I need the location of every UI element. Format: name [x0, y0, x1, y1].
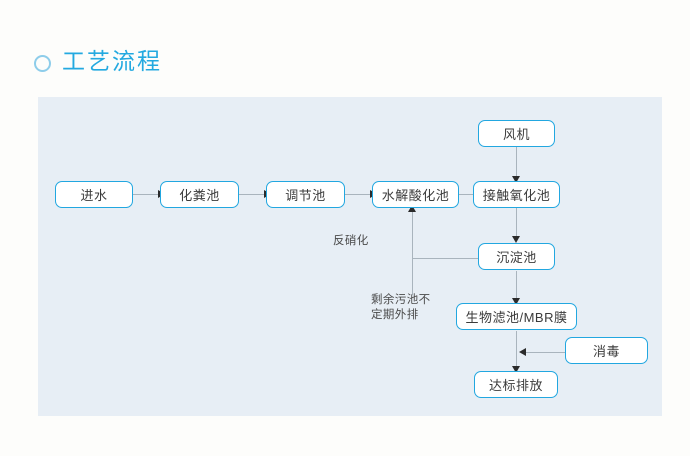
node-disinfection[interactable]: 消毒 [565, 337, 648, 364]
edge-disinfect-discharge-line [522, 352, 566, 353]
node-hydrolysis[interactable]: 水解酸化池 [372, 181, 459, 208]
node-contact-oxidation[interactable]: 接触氧化池 [473, 181, 560, 208]
edge-sediment-biofilter-arrow [512, 298, 520, 305]
node-regulating[interactable]: 调节池 [266, 181, 345, 208]
edge-sediment-return-vline [412, 208, 413, 295]
edge-regulating-hydrolysis-line [345, 194, 372, 195]
node-influent[interactable]: 进水 [55, 181, 133, 208]
node-sedimentation[interactable]: 沉淀池 [478, 243, 555, 270]
edge-disinfect-discharge-arrow [519, 348, 526, 356]
page-header: 工艺流程 [34, 50, 162, 73]
flowchart-panel: 进水 化粪池 调节池 水解酸化池 接触氧化池 风机 沉淀池 生物滤池/MBR膜 … [38, 97, 662, 416]
node-discharge[interactable]: 达标排放 [474, 371, 558, 398]
node-blower[interactable]: 风机 [478, 120, 555, 147]
edge-contact-sediment-line [516, 208, 517, 241]
node-biofilter[interactable]: 生物滤池/MBR膜 [456, 303, 577, 330]
edge-sediment-return-hline [412, 258, 506, 259]
edge-sediment-biofilter-line [516, 271, 517, 303]
node-septic[interactable]: 化粪池 [160, 181, 239, 208]
edge-sediment-return-arrow [408, 205, 416, 212]
note-excess-sludge: 剩余污池不 定期外排 [371, 294, 431, 321]
edge-influent-septic-line [133, 194, 160, 195]
edge-biofilter-discharge-line [516, 331, 517, 371]
edge-hydrolysis-contact-line [459, 194, 484, 195]
edge-blower-contact-line [516, 147, 517, 180]
edge-septic-regulating-line [239, 194, 266, 195]
edge-biofilter-discharge-arrow [512, 366, 520, 373]
note-denitrification: 反硝化 [333, 235, 369, 247]
edge-blower-contact-arrow [512, 176, 520, 183]
page-title: 工艺流程 [62, 48, 162, 74]
ring-icon [34, 54, 51, 72]
edge-contact-sediment-arrow [512, 236, 520, 243]
